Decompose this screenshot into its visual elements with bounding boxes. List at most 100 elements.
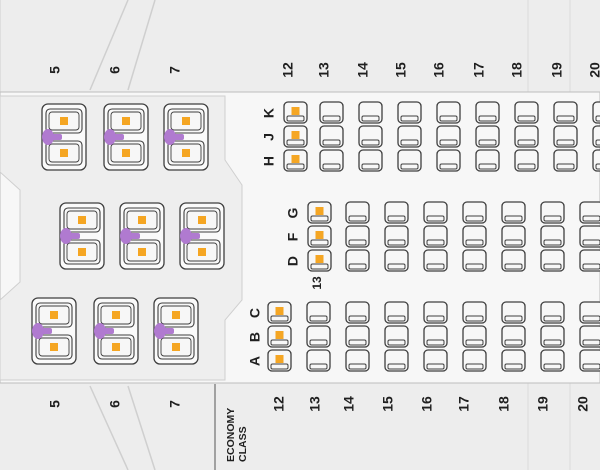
economy-row-label-top: 13: [316, 62, 332, 78]
seat-20D[interactable]: [579, 249, 600, 272]
seat-14F[interactable]: [345, 225, 370, 248]
seat-19H[interactable]: [553, 149, 578, 172]
seat-20J[interactable]: [592, 125, 600, 148]
seat-19A[interactable]: [540, 349, 565, 372]
seat-14G[interactable]: [345, 201, 370, 224]
business-seat-7-upper[interactable]: [163, 103, 209, 171]
seat-19F[interactable]: [540, 225, 565, 248]
seat-20B[interactable]: [579, 325, 600, 348]
seat-13C[interactable]: [306, 301, 331, 324]
seat-15G[interactable]: [384, 201, 409, 224]
seat-12K[interactable]: [283, 101, 308, 124]
seat-12A[interactable]: [267, 349, 292, 372]
seat-17F[interactable]: [462, 225, 487, 248]
business-row-label-top: 7: [167, 66, 183, 74]
seat-letter-B: B: [247, 332, 263, 342]
seat-19K[interactable]: [553, 101, 578, 124]
economy-label-line2: CLASS: [237, 426, 249, 462]
seat-18K[interactable]: [514, 101, 539, 124]
seat-16C[interactable]: [423, 301, 448, 324]
seat-16A[interactable]: [423, 349, 448, 372]
business-seat-6-lower[interactable]: [93, 297, 139, 365]
seat-15A[interactable]: [384, 349, 409, 372]
seat-19J[interactable]: [553, 125, 578, 148]
wing-edge-top-right: [127, 0, 156, 91]
seat-18B[interactable]: [501, 325, 526, 348]
seat-16D[interactable]: [423, 249, 448, 272]
economy-row-label-top: 18: [509, 62, 525, 78]
seat-17C[interactable]: [462, 301, 487, 324]
seat-17D[interactable]: [462, 249, 487, 272]
business-seat-7-lower[interactable]: [153, 297, 199, 365]
seat-15B[interactable]: [384, 325, 409, 348]
seat-14H[interactable]: [358, 149, 383, 172]
seat-17A[interactable]: [462, 349, 487, 372]
seat-14J[interactable]: [358, 125, 383, 148]
seat-14C[interactable]: [345, 301, 370, 324]
seat-17B[interactable]: [462, 325, 487, 348]
seat-16G[interactable]: [423, 201, 448, 224]
business-seat-5-middle[interactable]: [59, 202, 105, 270]
seat-15C[interactable]: [384, 301, 409, 324]
seat-19C[interactable]: [540, 301, 565, 324]
seat-20A[interactable]: [579, 349, 600, 372]
seat-13H[interactable]: [319, 149, 344, 172]
seat-18G[interactable]: [501, 201, 526, 224]
seat-15K[interactable]: [397, 101, 422, 124]
seat-15J[interactable]: [397, 125, 422, 148]
seat-18A[interactable]: [501, 349, 526, 372]
seat-16J[interactable]: [436, 125, 461, 148]
seat-13F[interactable]: [307, 225, 332, 248]
seat-18H[interactable]: [514, 149, 539, 172]
seat-20K[interactable]: [592, 101, 600, 124]
seat-13D[interactable]: [307, 249, 332, 272]
seat-17K[interactable]: [475, 101, 500, 124]
seat-16B[interactable]: [423, 325, 448, 348]
seat-15F[interactable]: [384, 225, 409, 248]
seat-18D[interactable]: [501, 249, 526, 272]
seat-19D[interactable]: [540, 249, 565, 272]
seat-12C[interactable]: [267, 301, 292, 324]
seat-20H[interactable]: [592, 149, 600, 172]
seat-12B[interactable]: [267, 325, 292, 348]
seat-17G[interactable]: [462, 201, 487, 224]
seat-14D[interactable]: [345, 249, 370, 272]
business-seats: [31, 103, 225, 365]
business-seat-6-upper[interactable]: [103, 103, 149, 171]
seat-12J[interactable]: [283, 125, 308, 148]
business-row-label-top: 5: [47, 66, 63, 74]
seat-18F[interactable]: [501, 225, 526, 248]
seat-15H[interactable]: [397, 149, 422, 172]
seat-13G[interactable]: [307, 201, 332, 224]
business-seat-5-lower[interactable]: [31, 297, 77, 365]
seat-18C[interactable]: [501, 301, 526, 324]
business-seat-6-middle[interactable]: [119, 202, 165, 270]
seat-12H[interactable]: [283, 149, 308, 172]
seat-13J[interactable]: [319, 125, 344, 148]
seat-13A[interactable]: [306, 349, 331, 372]
seat-15D[interactable]: [384, 249, 409, 272]
seat-16K[interactable]: [436, 101, 461, 124]
seat-14A[interactable]: [345, 349, 370, 372]
seat-20C[interactable]: [579, 301, 600, 324]
seat-13B[interactable]: [306, 325, 331, 348]
seat-14B[interactable]: [345, 325, 370, 348]
business-seat-5-upper[interactable]: [41, 103, 87, 171]
seat-20G[interactable]: [579, 201, 600, 224]
seat-20F[interactable]: [579, 225, 600, 248]
seat-14K[interactable]: [358, 101, 383, 124]
seat-18J[interactable]: [514, 125, 539, 148]
seat-17H[interactable]: [475, 149, 500, 172]
available-marker: [60, 117, 68, 125]
seat-16H[interactable]: [436, 149, 461, 172]
business-seat-7-middle[interactable]: [179, 202, 225, 270]
seat-19B[interactable]: [540, 325, 565, 348]
wing-area-top: [0, 0, 600, 92]
economy-row-label-bottom: 13: [307, 396, 323, 412]
seat-19G[interactable]: [540, 201, 565, 224]
seat-16F[interactable]: [423, 225, 448, 248]
seat-17J[interactable]: [475, 125, 500, 148]
available-marker: [315, 231, 324, 239]
seat-13K[interactable]: [319, 101, 344, 124]
